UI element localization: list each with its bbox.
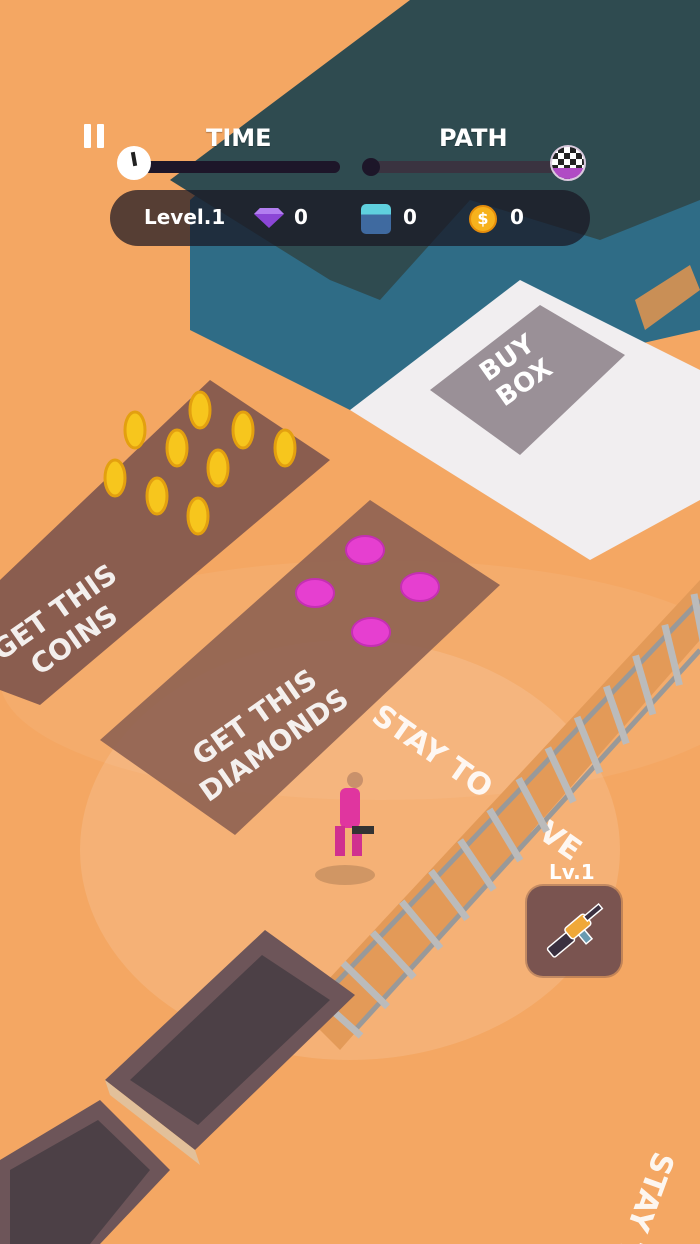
- time-bar-fill: [135, 161, 340, 173]
- rail-tie: [340, 960, 390, 1010]
- coin-icon: $: [469, 205, 497, 233]
- path-label: PATH: [439, 124, 508, 152]
- rail-tie: [457, 838, 497, 892]
- stay-to-move-label-2: STAY T: [609, 1147, 681, 1244]
- rail-tie: [632, 654, 657, 716]
- rail-bed: [300, 580, 700, 1050]
- diamond-count: 0: [294, 205, 308, 229]
- rail-right: [353, 648, 700, 1032]
- coins-group: [103, 390, 297, 536]
- buy-box-pad: [430, 305, 625, 455]
- weapon-level: Lv.1: [549, 860, 595, 884]
- hud: TIME PATH Level.1 0 0 0 $: [0, 0, 700, 260]
- mine-cart-2: [0, 1100, 170, 1244]
- path-progress-knob: [362, 158, 380, 176]
- rail-ties: [311, 593, 700, 1039]
- rail-tie: [515, 776, 550, 834]
- rifle-icon: [546, 902, 604, 958]
- finish-flag-icon: [550, 145, 586, 181]
- rail-tie: [369, 930, 417, 980]
- rail-tie: [603, 685, 630, 745]
- mine-cart: [105, 930, 355, 1165]
- player-character: [315, 772, 375, 885]
- rail-tie: [544, 746, 577, 804]
- diamonds-pad: [100, 500, 500, 835]
- pause-icon: [84, 124, 91, 148]
- rail-tie: [573, 715, 604, 775]
- level-label: Level.1: [144, 205, 226, 229]
- bench: [635, 265, 700, 330]
- box-icon: [361, 204, 391, 234]
- time-bar: [135, 161, 340, 173]
- coin-count: 0: [510, 205, 524, 229]
- rail-tie: [428, 868, 470, 922]
- diamond-icon: [254, 208, 284, 228]
- pause-button[interactable]: [84, 124, 106, 148]
- rail-tie: [690, 593, 700, 644]
- weapon-upgrade-button[interactable]: [527, 886, 621, 976]
- time-label: TIME: [206, 124, 272, 152]
- clock-icon: [117, 146, 151, 180]
- rail-tie: [399, 899, 444, 951]
- stats-panel: Level.1 0 0 0: [110, 190, 590, 246]
- pause-icon-bar: [97, 124, 104, 148]
- box-count: 0: [403, 205, 417, 229]
- diamonds-group: [295, 535, 440, 647]
- path-bar: [365, 161, 565, 173]
- rail-tie: [486, 807, 524, 863]
- rail-tie: [661, 623, 683, 687]
- coins-pad: [0, 380, 330, 705]
